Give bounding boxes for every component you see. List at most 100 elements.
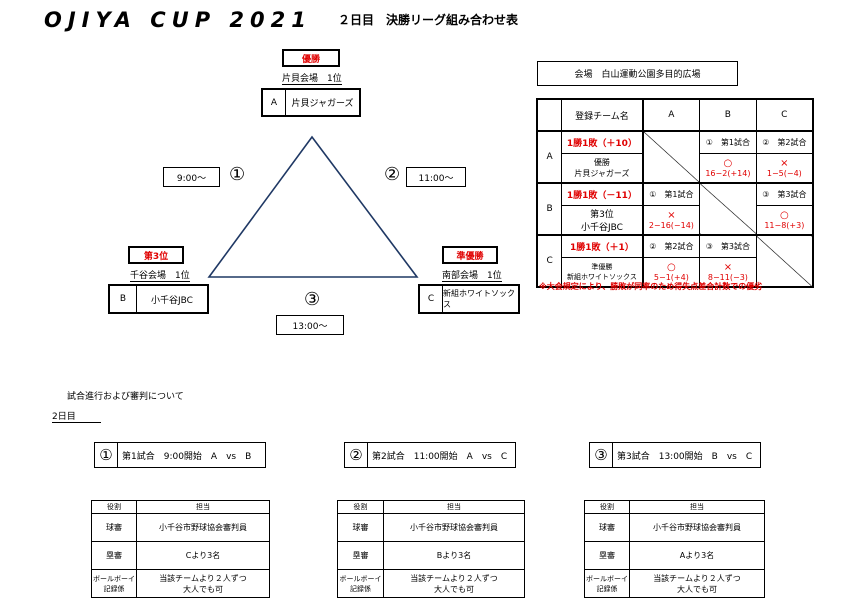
ref-who-3-2: 当該チームより２人ずつ 大人でも可: [629, 569, 765, 598]
match-label-2: 第2試合 11:00開始 A vs C: [372, 451, 508, 462]
results-score-b-a: ×2−16(−14): [642, 204, 701, 236]
referee-section-title: 試合進行および審判について: [67, 392, 184, 402]
rank-label-runnerup: 準優勝: [442, 246, 498, 264]
team-box-a: A 片貝ジャガーズ: [261, 88, 361, 117]
results-game-a-b: ① 第1試合: [699, 130, 757, 154]
results-scoretext-c-b: 8−11(−3): [707, 272, 748, 282]
ref-who-2-1: Bより3名: [383, 541, 525, 570]
results-scoretext-c-a: 5−1(+4): [653, 272, 689, 282]
ref-who-3-1: Aより3名: [629, 541, 765, 570]
results-header-team: 登録チーム名: [561, 98, 644, 132]
results-mark-c-a: ○: [667, 261, 676, 273]
ref-role-1-0: 球審: [91, 513, 137, 542]
results-game-b-a: ① 第1試合: [642, 182, 701, 206]
results-record-c: 1勝1敗（＋1）: [561, 234, 644, 258]
ref-role-1-2: ボールボーイ 記録係: [91, 569, 137, 598]
venue-label-left: 千谷会場 1位: [130, 268, 190, 282]
results-note: ※大会規定により、勝敗が同率のため得失点差合計数での優劣: [539, 282, 763, 291]
results-record-b: 1勝1敗（－11）: [561, 182, 644, 206]
results-info-c: 準優勝: [591, 262, 613, 271]
results-score-a-b: ○16−2(+14): [699, 152, 757, 184]
team-name-c: 新組ホワイトソックス: [443, 289, 515, 309]
match-number-1: ①: [95, 443, 118, 467]
ref-role-3-2: ボールボーイ 記録係: [584, 569, 630, 598]
results-score-a-c: ×1−5(−4): [755, 152, 814, 184]
game-number-1: ①: [229, 164, 246, 185]
results-team-b: 第3位小千谷JBC: [561, 204, 644, 236]
ref-role-2-0: 球審: [337, 513, 384, 542]
results-mark-a-b: ○: [723, 157, 733, 169]
ref-role-1-1: 塁審: [91, 541, 137, 570]
results-scoretext-a-c: 1−5(−4): [766, 168, 802, 178]
match-number-2: ②: [345, 443, 368, 467]
results-corner: [536, 98, 563, 132]
match-label-1: 第1試合 9:00開始 A vs B: [122, 451, 252, 462]
match-box-2: ② 第2試合 11:00開始 A vs C: [344, 442, 516, 468]
ref-header-role-1: 役割: [91, 500, 137, 514]
results-score-b-c: ○11−8(+3): [755, 204, 814, 236]
ref-role-3-0: 球審: [584, 513, 630, 542]
ref-role-3-1: 塁審: [584, 541, 630, 570]
game-time-3: 13:00～: [276, 315, 344, 335]
ref-who-1-2: 当該チームより２人ずつ 大人でも可: [136, 569, 270, 598]
ref-role-2-1: 塁審: [337, 541, 384, 570]
ref-who-1-1: Cより3名: [136, 541, 270, 570]
results-scoretext-a-b: 16−2(+14): [705, 168, 751, 178]
results-cell-c-c: [755, 234, 814, 288]
venue-label-right: 南部会場 1位: [442, 268, 502, 282]
results-row-letter-b: B: [536, 182, 563, 236]
ref-header-who-3: 担当: [629, 500, 765, 514]
results-cell-a-a: [642, 130, 701, 184]
rank-label-champion: 優勝: [282, 49, 340, 67]
match-box-1: ① 第1試合 9:00開始 A vs B: [94, 442, 266, 468]
match-box-3: ③ 第3試合 13:00開始 B vs C: [589, 442, 761, 468]
game-time-2: 11:00～: [406, 167, 466, 187]
results-table: 登録チーム名 A B C A 1勝1敗（＋10） ① 第1試合 ② 第2試合 優…: [536, 98, 814, 288]
results-mark-c-b: ×: [723, 261, 733, 273]
team-letter-c: C: [420, 286, 443, 312]
results-teamname-c: 新組ホワイトソックス: [567, 272, 637, 281]
results-header-a: A: [642, 98, 701, 132]
team-letter-b: B: [110, 286, 137, 312]
game-time-1: 9:00～: [163, 167, 220, 187]
match-label-3: 第3試合 13:00開始 B vs C: [617, 451, 753, 462]
results-game-c-b: ③ 第3試合: [699, 234, 757, 258]
cup-logo: OJIYA CUP 2021: [44, 8, 312, 32]
results-row-letter-a: A: [536, 130, 563, 184]
results-mark-b-c: ○: [779, 209, 789, 221]
game-number-3: ③: [304, 289, 321, 310]
ref-who-1-0: 小千谷市野球協会審判員: [136, 513, 270, 542]
results-scoretext-b-c: 11−8(+3): [764, 220, 805, 230]
results-scoretext-b-a: 2−16(−14): [648, 220, 694, 230]
ref-header-who-2: 担当: [383, 500, 525, 514]
results-teamname-a: 片貝ジャガーズ: [574, 168, 630, 178]
results-score-c-b: ×8−11(−3): [699, 256, 757, 288]
ref-who-3-0: 小千谷市野球協会審判員: [629, 513, 765, 542]
ref-header-role-2: 役割: [337, 500, 384, 514]
team-box-b: B 小千谷JBC: [108, 284, 209, 314]
team-box-c: C 新組ホワイトソックス: [418, 284, 520, 314]
results-mark-b-a: ×: [667, 209, 676, 221]
ref-header-role-3: 役割: [584, 500, 630, 514]
results-row-letter-c: C: [536, 234, 563, 288]
results-header-c: C: [755, 98, 814, 132]
venue-box: 会場 白山運動公園多目的広場: [537, 61, 738, 86]
ref-who-2-0: 小千谷市野球協会審判員: [383, 513, 525, 542]
team-letter-a: A: [263, 90, 286, 115]
referee-section-day: 2日目: [52, 409, 101, 423]
venue-label-top: 片貝会場 1位: [282, 71, 342, 85]
results-cell-b-b: [699, 182, 757, 236]
match-number-3: ③: [590, 443, 613, 467]
ref-who-2-2: 当該チームより２人ずつ 大人でも可: [383, 569, 525, 598]
ref-role-2-2: ボールボーイ 記録係: [337, 569, 384, 598]
results-info-a: 優勝: [593, 157, 610, 167]
results-score-c-a: ○5−1(+4): [642, 256, 701, 288]
results-header-b: B: [699, 98, 757, 132]
results-teamname-b: 小千谷JBC: [580, 222, 623, 233]
team-name-a: 片貝ジャガーズ: [291, 99, 354, 109]
page-title: ２日目 決勝リーグ組み合わせ表: [338, 13, 519, 27]
rank-label-third: 第3位: [128, 246, 184, 264]
